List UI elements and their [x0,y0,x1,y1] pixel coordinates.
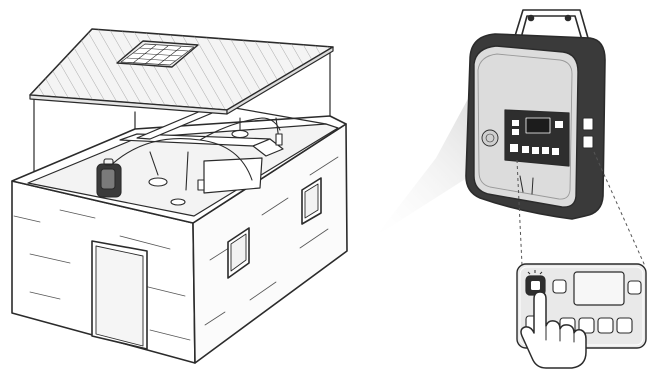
backpack-controller-icon [96,158,122,198]
roof [29,28,334,115]
ceiling-light-icon [148,129,283,206]
interior-wiring [107,117,281,191]
cabin [11,49,348,364]
unit-control-panel [504,109,570,167]
closeup-display [573,271,625,306]
speaker-grill [481,129,499,147]
hand-pointer-icon [520,291,587,369]
right-wall-planks [204,156,339,326]
unit-side-ports [582,117,594,149]
zoom-leader-lines [516,151,646,267]
control-unit-icon [465,9,606,220]
cabin-door [91,240,148,350]
hanger-bracket [514,9,589,41]
cabin-window-1 [227,227,250,279]
solar-panel-icon [116,40,199,68]
cabin-window-2 [301,177,322,225]
